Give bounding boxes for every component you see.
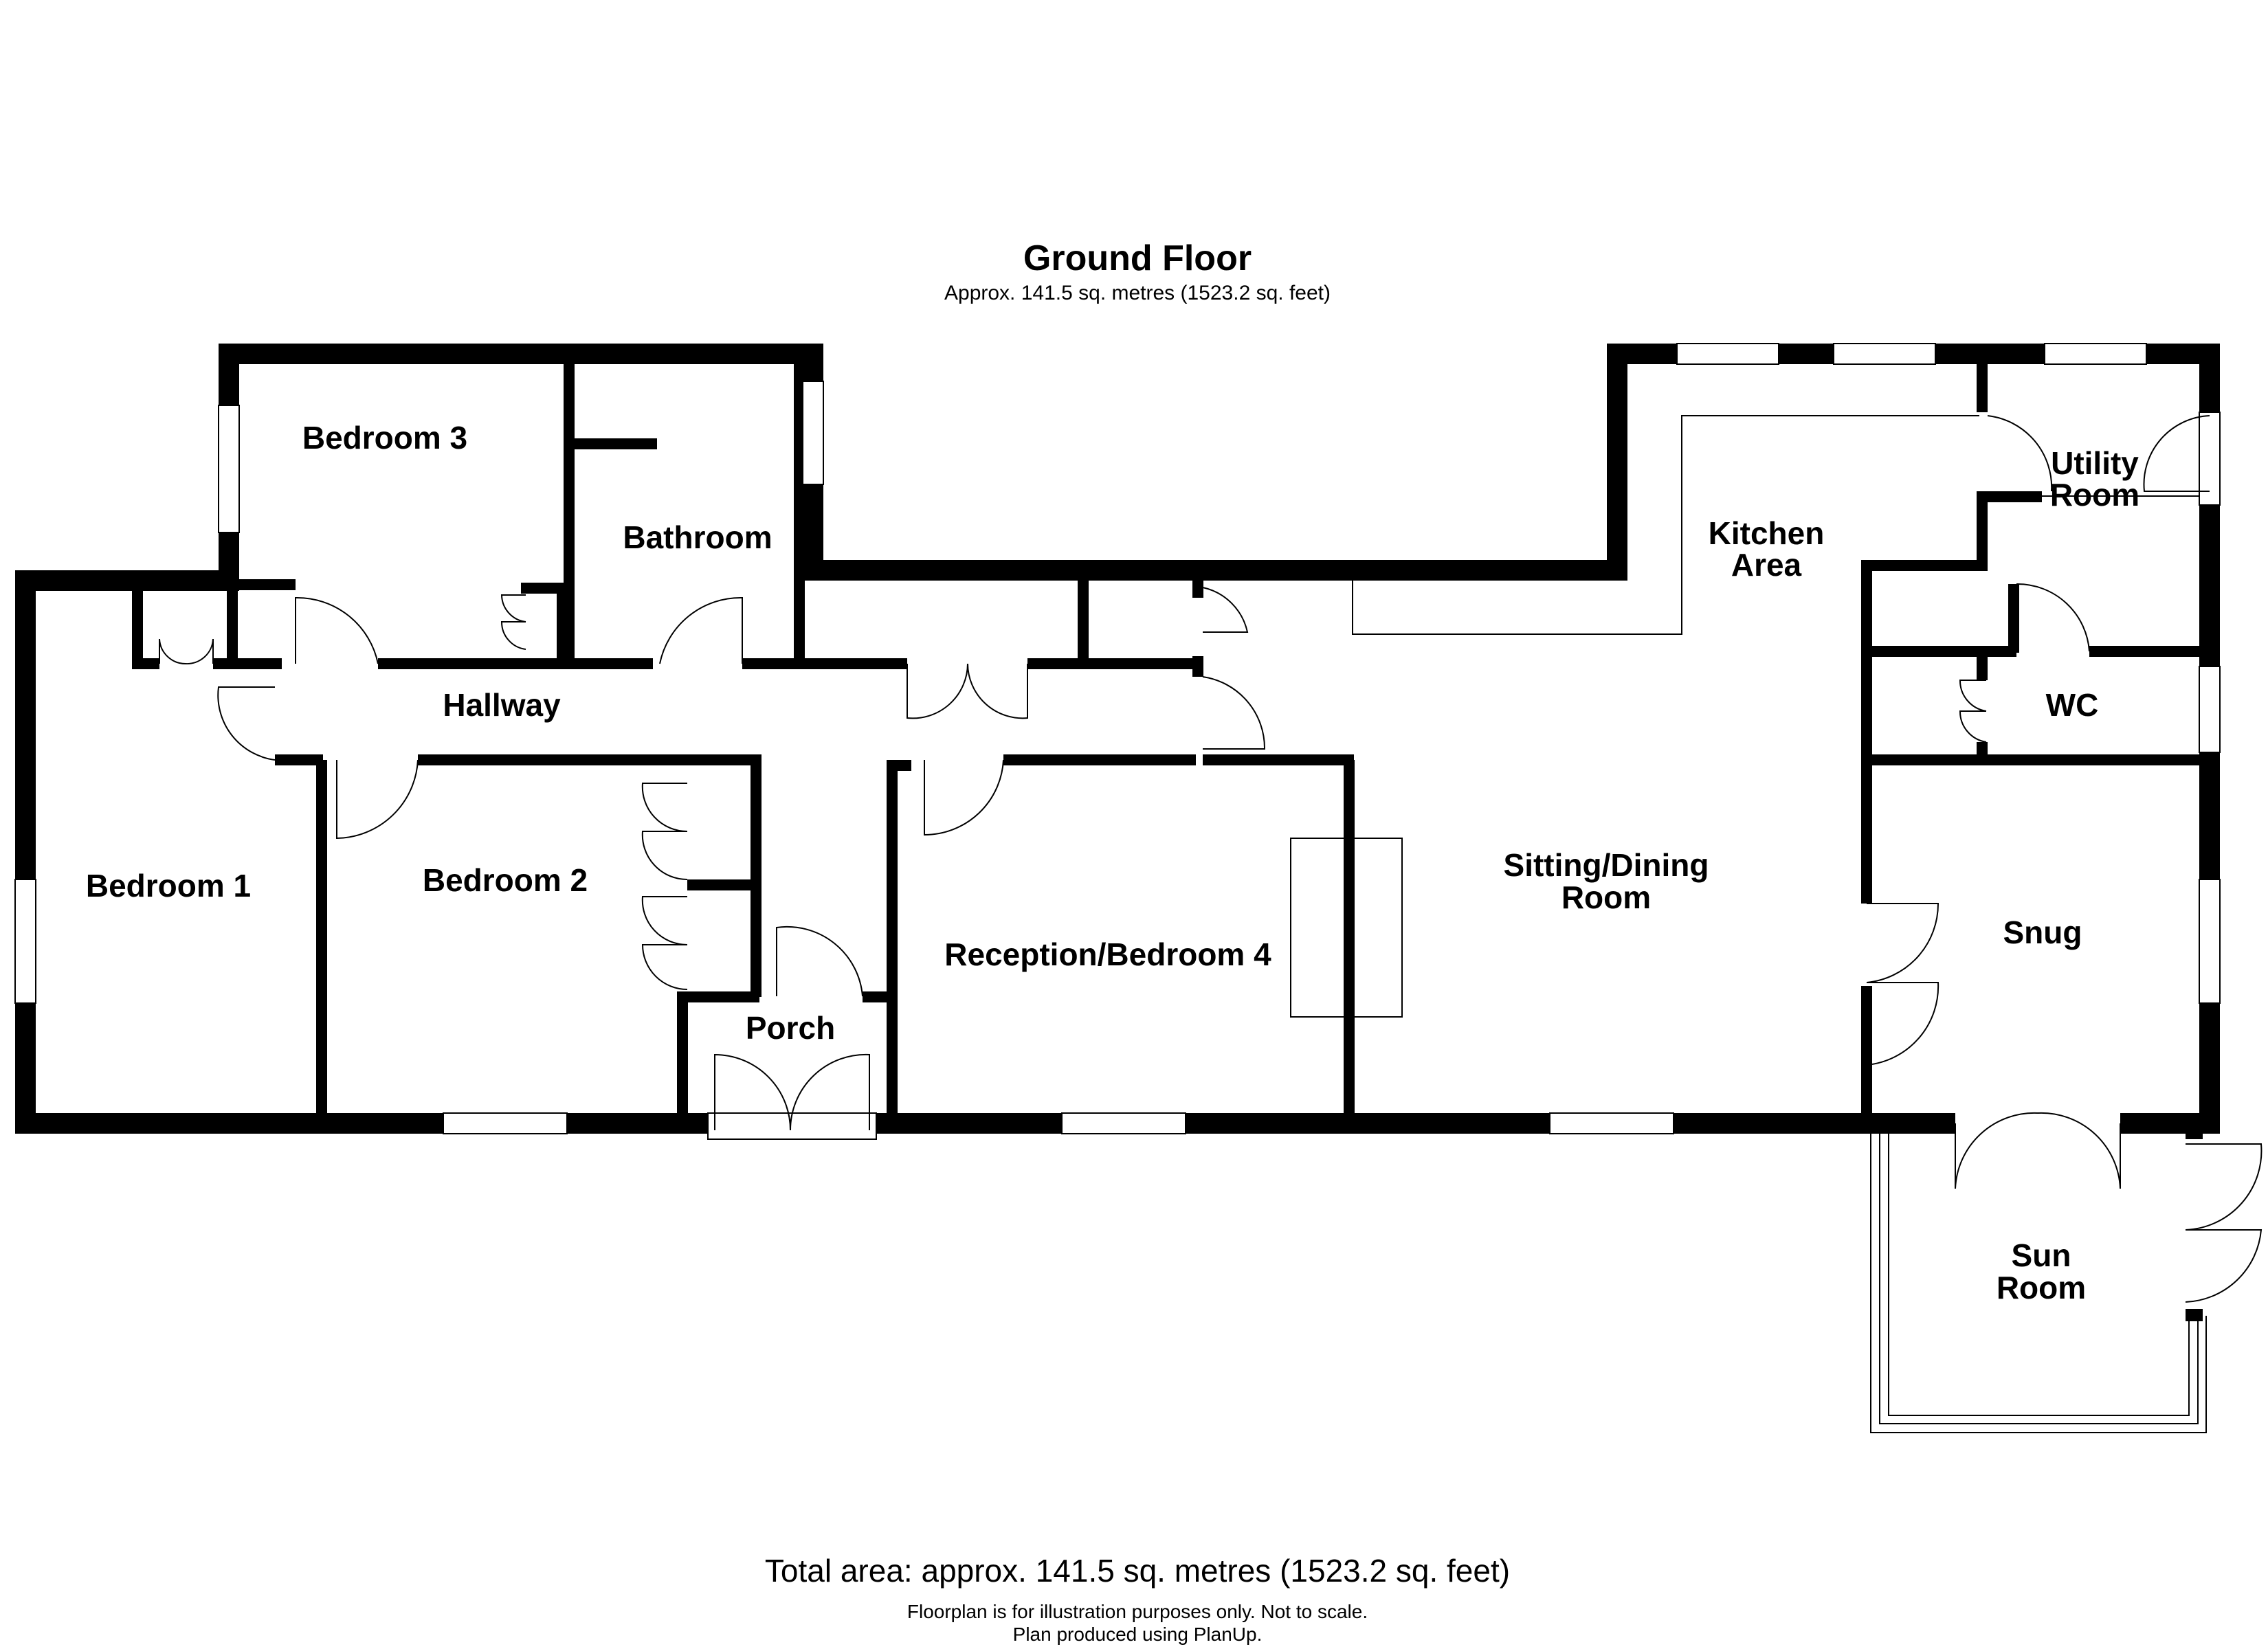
windows xyxy=(14,343,2221,1134)
room-label-reception: Reception/Bedroom 4 xyxy=(944,936,1271,972)
room-label-sitting-line1: Sitting/Dining xyxy=(1504,847,1709,883)
room-label-bedroom-3: Bedroom 3 xyxy=(302,420,467,456)
room-label-porch: Porch xyxy=(746,1010,835,1046)
total-area: Total area: approx. 141.5 sq. metres (15… xyxy=(765,1553,1510,1589)
room-label-bedroom-1: Bedroom 1 xyxy=(86,868,251,904)
room-label-bedroom-2: Bedroom 2 xyxy=(423,862,588,898)
walls xyxy=(15,344,2220,1139)
room-label-snug: Snug xyxy=(2003,915,2082,950)
room-label-utility-line1: Utility xyxy=(2051,445,2139,481)
room-label-sun-room-line2: Room xyxy=(1997,1270,2086,1305)
room-label-hallway: Hallway xyxy=(443,687,561,723)
floor-title: Ground Floor xyxy=(1023,238,1252,278)
room-label-kitchen-line2: Area xyxy=(1731,547,1802,583)
room-label-kitchen-line1: Kitchen xyxy=(1709,515,1825,551)
room-label-utility-line2: Room xyxy=(2050,477,2139,513)
room-label-wc: WC xyxy=(2046,687,2099,723)
credit: Plan produced using PlanUp. xyxy=(1013,1624,1263,1645)
room-label-sitting-line2: Room xyxy=(1561,879,1651,915)
doors xyxy=(159,415,2263,1303)
thin-lines xyxy=(707,415,2210,1433)
floor-area-subtitle: Approx. 141.5 sq. metres (1523.2 sq. fee… xyxy=(944,282,1331,304)
disclaimer: Floorplan is for illustration purposes o… xyxy=(907,1601,1368,1622)
room-label-bathroom: Bathroom xyxy=(623,519,772,555)
room-label-sun-room-line1: Sun xyxy=(2012,1237,2071,1273)
